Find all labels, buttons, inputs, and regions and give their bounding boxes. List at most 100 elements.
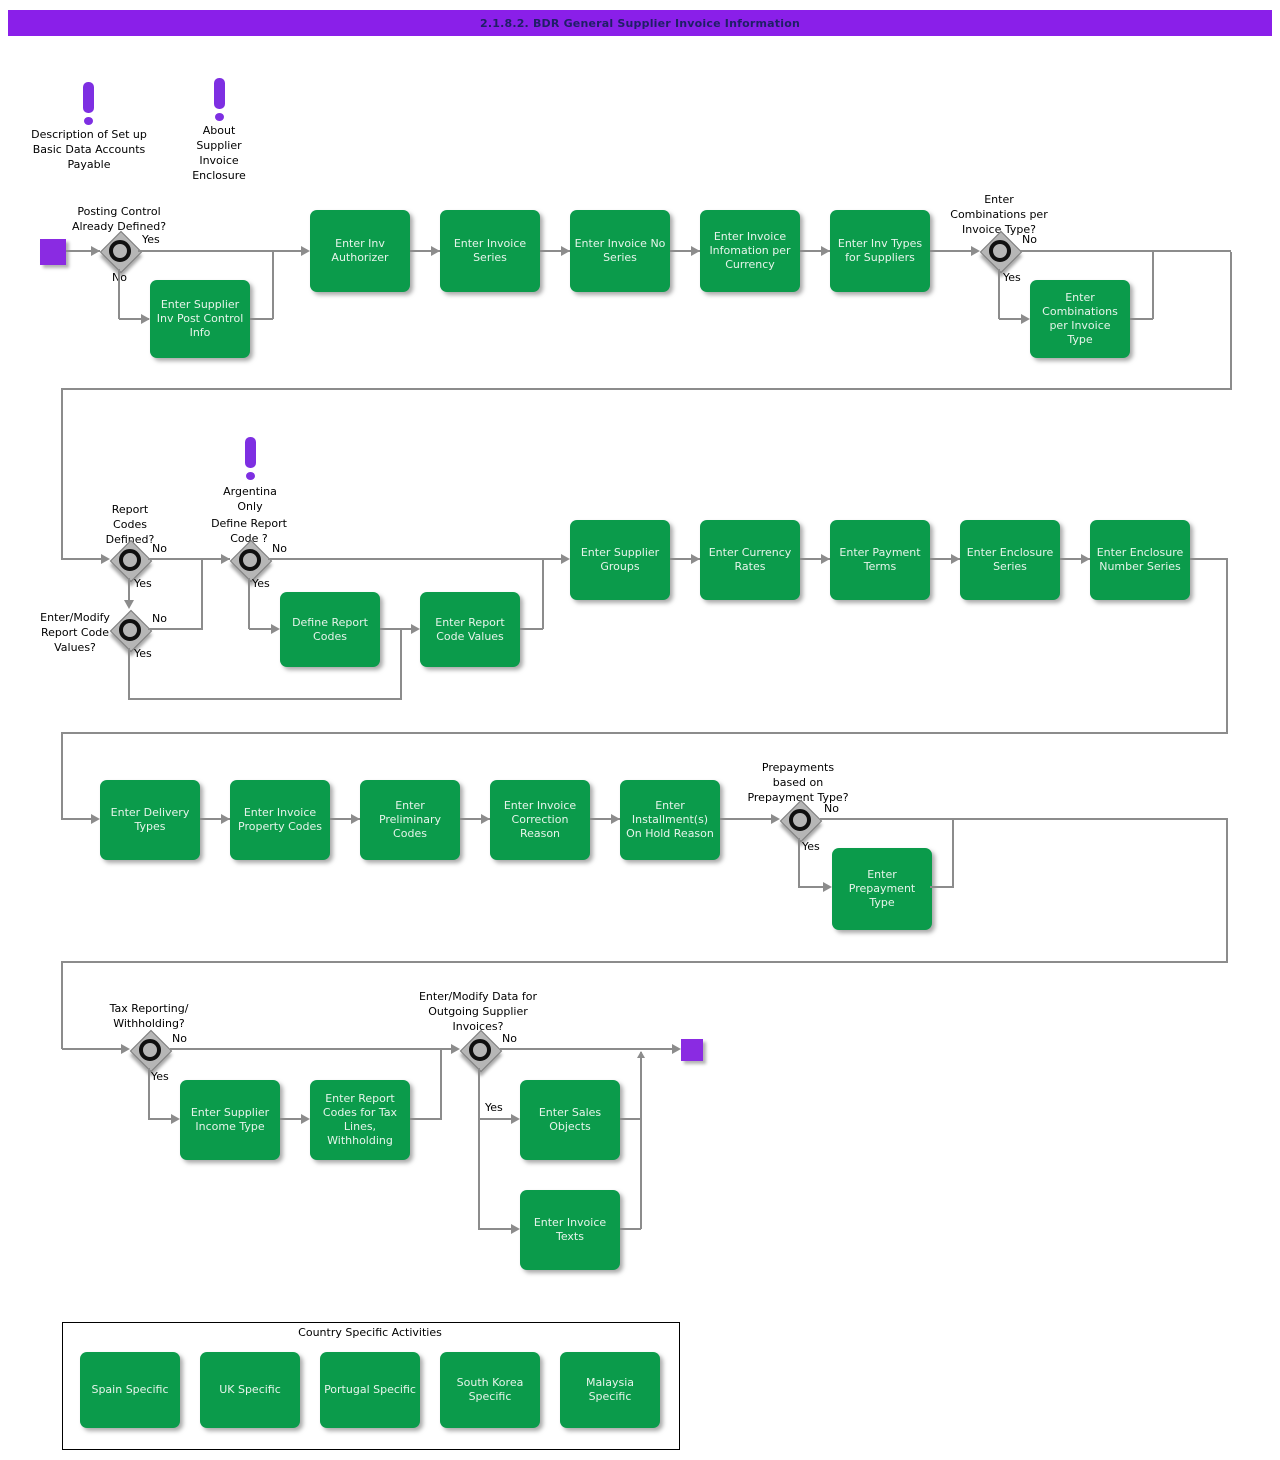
connector (62, 1048, 122, 1050)
arrowhead (561, 554, 570, 564)
connector (460, 818, 490, 820)
task-enter-supplier-inv-post-control-info[interactable]: Enter Supplier Inv Post Control Info (150, 280, 250, 358)
title-bar: 2.1.8.2. BDR General Supplier Invoice In… (8, 10, 1272, 36)
connector (800, 250, 830, 252)
task-malaysia-specific[interactable]: Malaysia Specific (560, 1352, 660, 1428)
connector (272, 252, 274, 319)
branch-no-label: No (172, 1032, 187, 1045)
task-label: Enter Supplier Income Type (190, 1106, 270, 1133)
task-enter-invoice-texts[interactable]: Enter Invoice Texts (520, 1190, 620, 1270)
connector (330, 818, 360, 820)
connector (640, 1052, 642, 1229)
task-label: Enter Invoice Correction Reason (503, 799, 577, 840)
connector (170, 1048, 452, 1050)
task-enter-delivery-types[interactable]: Enter Delivery Types (100, 780, 200, 860)
country-specific-title: Country Specific Activities (298, 1326, 442, 1339)
arrowhead (611, 814, 620, 824)
task-enter-supplier-income-type[interactable]: Enter Supplier Income Type (180, 1080, 280, 1160)
task-define-report-codes[interactable]: Define Report Codes (280, 592, 380, 667)
arrowhead (271, 624, 280, 634)
task-enter-currency-rates[interactable]: Enter Currency Rates (700, 520, 800, 600)
connector (620, 1118, 641, 1120)
task-label: Enter Report Code Values (435, 615, 505, 643)
decision-define-report-code (229, 539, 273, 583)
arrowhead (411, 624, 420, 634)
exclamation-icon-dot (84, 117, 93, 125)
connector (148, 558, 230, 560)
task-enter-report-codes-for-tax-lines[interactable]: Enter Report Codes for Tax Lines, Withho… (310, 1080, 410, 1160)
connector (540, 250, 570, 252)
task-south-korea-specific[interactable]: South Korea Specific (440, 1352, 540, 1428)
branch-no-label: No (502, 1032, 517, 1045)
task-enter-enclosure-number-series[interactable]: Enter Enclosure Number Series (1090, 520, 1190, 600)
decision-question: Define Report Code ? (211, 517, 287, 545)
task-enter-report-code-values[interactable]: Enter Report Code Values (420, 592, 520, 667)
decision-prepayments (779, 799, 823, 843)
connector (930, 886, 953, 888)
task-enter-installments-on-hold-reason[interactable]: Enter Installment(s) On Hold Reason (620, 780, 720, 860)
task-enter-supplier-groups[interactable]: Enter Supplier Groups (570, 520, 670, 600)
task-enter-combinations-per-invoice-type[interactable]: Enter Combinations per Invoice Type (1030, 280, 1130, 358)
task-enter-payment-terms[interactable]: Enter Payment Terms (830, 520, 930, 600)
arrowhead (301, 1114, 310, 1124)
connector (440, 1050, 442, 1120)
connector (410, 250, 440, 252)
task-label: Define Report Codes (292, 615, 368, 643)
connector (590, 818, 620, 820)
task-enter-invoice-no-series[interactable]: Enter Invoice No Series (570, 210, 670, 292)
task-label: Enter Sales Objects (538, 1106, 602, 1133)
decision-question: Enter/Modify Data for Outgoing Supplier … (418, 990, 538, 1033)
arrowhead (511, 1224, 520, 1234)
connector (930, 558, 960, 560)
connector (118, 269, 120, 319)
task-label: Enter Payment Terms (839, 546, 921, 573)
task-uk-specific[interactable]: UK Specific (200, 1352, 300, 1428)
connector (478, 1068, 480, 1230)
task-label: Enter Delivery Types (110, 806, 190, 833)
connector (820, 818, 1228, 820)
gateway-ring-icon (239, 549, 261, 571)
gateway-ring-icon (119, 549, 141, 571)
task-label: Malaysia Specific (585, 1376, 635, 1403)
connector (62, 558, 102, 560)
connector (1226, 560, 1228, 734)
task-enter-invoice-property-codes[interactable]: Enter Invoice Property Codes (230, 780, 330, 860)
task-enter-prepayment-type[interactable]: Enter Prepayment Type (832, 848, 932, 930)
connector (201, 560, 203, 630)
branch-yes-label: Yes (802, 840, 820, 853)
task-enter-preliminary-codes[interactable]: Enter Preliminary Codes (360, 780, 460, 860)
connector (61, 732, 1228, 734)
task-enter-inv-types-for-suppliers[interactable]: Enter Inv Types for Suppliers (830, 210, 930, 292)
task-label: Portugal Specific (324, 1383, 416, 1396)
arrowhead (971, 246, 980, 256)
connector (400, 630, 402, 699)
task-enter-enclosure-series[interactable]: Enter Enclosure Series (960, 520, 1060, 600)
task-label: Enter Invoice Series (453, 237, 527, 264)
arrowhead (171, 1114, 180, 1124)
connector (249, 628, 273, 630)
connector (200, 818, 230, 820)
task-enter-invoice-information-per-currency[interactable]: Enter Invoice Infomation per Currency (700, 210, 800, 292)
arrowhead (511, 1114, 520, 1124)
task-enter-sales-objects[interactable]: Enter Sales Objects (520, 1080, 620, 1160)
connector (410, 1118, 441, 1120)
arrowhead (101, 554, 110, 564)
exclamation-icon[interactable] (214, 78, 225, 109)
task-enter-inv-authorizer[interactable]: Enter Inv Authorizer (310, 210, 410, 292)
task-label: Enter Invoice Infomation per Currency (709, 230, 791, 271)
task-portugal-specific[interactable]: Portugal Specific (320, 1352, 420, 1428)
connector (380, 628, 413, 630)
connector (670, 250, 700, 252)
gateway-ring-icon (119, 619, 141, 641)
task-label: Enter Enclosure Number Series (1096, 546, 1184, 573)
task-spain-specific[interactable]: Spain Specific (80, 1352, 180, 1428)
gateway-ring-icon (139, 1039, 161, 1061)
task-enter-invoice-correction-reason[interactable]: Enter Invoice Correction Reason (490, 780, 590, 860)
exclamation-icon[interactable] (245, 437, 256, 468)
exclamation-icon-dot (215, 113, 224, 121)
exclamation-icon[interactable] (83, 82, 94, 113)
branch-yes-label: Yes (1003, 271, 1021, 284)
task-enter-invoice-series[interactable]: Enter Invoice Series (440, 210, 540, 292)
connector (952, 820, 954, 888)
arrowhead (691, 246, 700, 256)
